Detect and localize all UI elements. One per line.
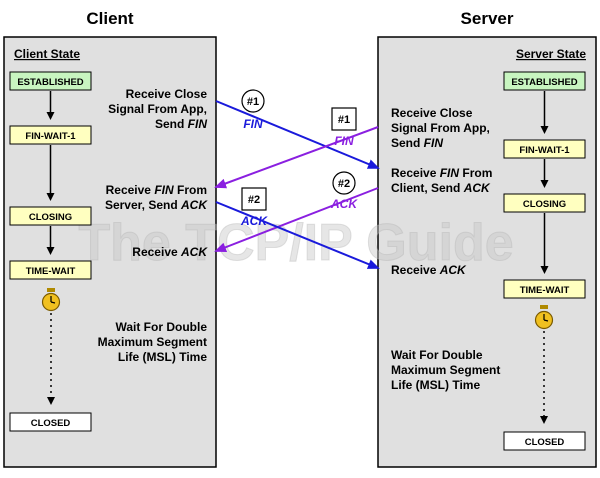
client-note-receive-fin: Receive FIN From Server, Send ACK: [105, 183, 208, 212]
timer-clock-icon: [41, 288, 61, 312]
svg-text:CLOSING: CLOSING: [523, 199, 566, 210]
svg-text:Server, Send ACK: Server, Send ACK: [105, 198, 208, 212]
svg-text:#1: #1: [247, 96, 259, 108]
svg-text:FIN-WAIT-1: FIN-WAIT-1: [25, 131, 76, 142]
client-state-fin-wait-1: FIN-WAIT-1: [9, 125, 92, 145]
svg-text:CLOSED: CLOSED: [31, 418, 71, 429]
client-note-receive-ack: Receive ACK: [132, 245, 208, 259]
client-ack-arrow: [215, 201, 380, 269]
svg-text:ACK: ACK: [240, 214, 268, 228]
server-note-wait-msl: Wait For Double Maximum Segment Life (MS…: [391, 348, 500, 392]
server-note-receive-ack: Receive ACK: [391, 263, 467, 277]
client-state-closed: CLOSED: [9, 412, 92, 432]
client-state-title: Client State: [14, 47, 80, 61]
server-state-title: Server State: [516, 47, 586, 61]
server-fin-arrow: [214, 126, 379, 189]
svg-text:Send FIN: Send FIN: [391, 136, 443, 150]
server-state-closed: CLOSED: [503, 431, 586, 451]
svg-text:ESTABLISHED: ESTABLISHED: [511, 77, 577, 88]
server-ack-arrow: [214, 187, 379, 253]
server-fin-message-label: #1 FIN: [331, 107, 357, 148]
svg-text:#1: #1: [338, 114, 350, 126]
client-note-close-signal: Receive Close Signal From App, Send FIN: [108, 87, 207, 131]
server-note-close-signal: Receive Close Signal From App, Send FIN: [391, 106, 490, 150]
svg-text:#2: #2: [338, 178, 350, 190]
svg-text:Receive FIN From: Receive FIN From: [391, 166, 492, 180]
svg-text:Receive Close: Receive Close: [126, 87, 208, 101]
svg-text:TIME-WAIT: TIME-WAIT: [26, 266, 76, 277]
svg-text:Maximum Segment: Maximum Segment: [391, 363, 500, 377]
svg-text:Signal From App,: Signal From App,: [108, 102, 207, 116]
client-state-time-wait: TIME-WAIT: [9, 260, 92, 280]
svg-text:Signal From App,: Signal From App,: [391, 121, 490, 135]
svg-text:Receive FIN From: Receive FIN From: [106, 183, 207, 197]
svg-text:Receive ACK: Receive ACK: [132, 245, 208, 259]
client-note-wait-msl: Wait For Double Maximum Segment Life (MS…: [98, 320, 208, 364]
svg-text:CLOSED: CLOSED: [525, 437, 565, 448]
svg-text:Life (MSL) Time: Life (MSL) Time: [391, 378, 480, 392]
svg-text:FIN: FIN: [334, 134, 354, 148]
svg-text:ACK: ACK: [330, 197, 358, 211]
client-heading: Client: [86, 9, 134, 28]
svg-text:FIN: FIN: [243, 117, 263, 131]
svg-text:TIME-WAIT: TIME-WAIT: [520, 285, 570, 296]
server-state-established: ESTABLISHED: [503, 71, 586, 91]
client-state-closing: CLOSING: [9, 206, 92, 226]
server-ack-message-label: #2 ACK: [330, 171, 358, 211]
server-state-time-wait: TIME-WAIT: [503, 279, 586, 299]
client-ack-message-label: #2 ACK: [240, 187, 268, 228]
client-panel: [3, 36, 217, 468]
svg-text:Receive ACK: Receive ACK: [391, 263, 467, 277]
svg-text:CLOSING: CLOSING: [29, 212, 72, 223]
svg-text:Wait For Double: Wait For Double: [391, 348, 483, 362]
client-fin-arrow: [215, 100, 380, 169]
svg-text:Receive Close: Receive Close: [391, 106, 473, 120]
watermark: The TCP/IP Guide: [78, 214, 513, 272]
server-state-closing: CLOSING: [503, 193, 586, 213]
svg-text:ESTABLISHED: ESTABLISHED: [17, 77, 83, 88]
svg-text:Client, Send ACK: Client, Send ACK: [391, 181, 491, 195]
server-note-receive-fin: Receive FIN From Client, Send ACK: [391, 166, 492, 195]
svg-text:Wait For Double: Wait For Double: [115, 320, 207, 334]
timer-clock-icon: [534, 305, 554, 330]
client-fin-message-label: #1 FIN: [241, 89, 265, 131]
client-state-established: ESTABLISHED: [9, 71, 92, 91]
svg-text:Life (MSL) Time: Life (MSL) Time: [118, 350, 207, 364]
svg-text:FIN-WAIT-1: FIN-WAIT-1: [519, 145, 570, 156]
server-state-fin-wait-1: FIN-WAIT-1: [503, 139, 586, 159]
server-heading: Server: [461, 9, 514, 28]
svg-text:Send FIN: Send FIN: [155, 117, 207, 131]
server-panel: [377, 36, 597, 468]
svg-text:Maximum Segment: Maximum Segment: [98, 335, 207, 349]
svg-text:#2: #2: [248, 194, 260, 206]
